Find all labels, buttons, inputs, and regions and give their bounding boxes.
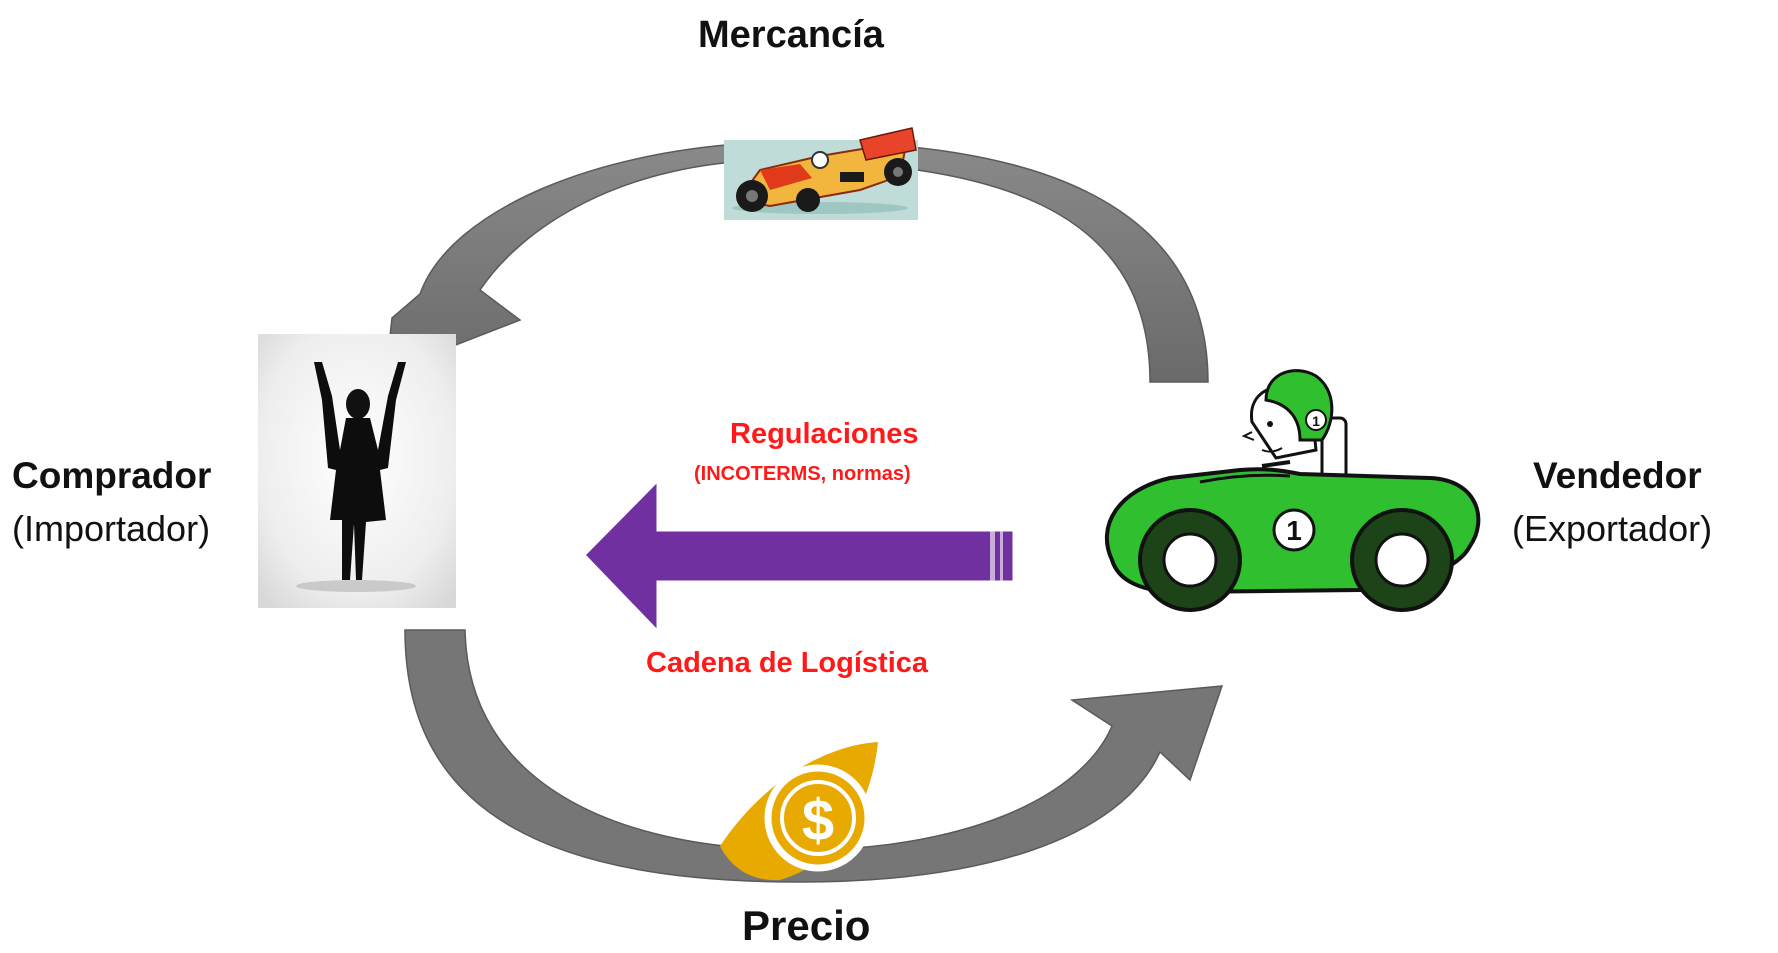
dollar-coin-icon: $ [720,742,878,881]
goods-label: Mercancía [698,14,884,56]
seller-car-icon: 1 1 [1105,369,1481,612]
buyer-silhouette-icon [258,334,456,608]
logistics-chain-label: Cadena de Logística [646,647,929,679]
price-label: Precio [742,902,871,949]
regulations-label: Regulaciones [730,418,919,450]
currency-symbol: $ [802,788,834,853]
car-number: 1 [1286,515,1302,546]
buyer-name-label: Comprador [12,455,212,496]
regulations-detail-label: (INCOTERMS, normas) [694,463,911,485]
regulations-arrow [581,476,1016,636]
goods-flow-arrow [385,141,1209,383]
price-flow-arrow [404,629,1224,883]
seller-role-label: (Exportador) [1512,508,1713,549]
buyer-role-label: (Importador) [12,508,211,549]
seller-name-label: Vendedor [1533,455,1702,496]
helmet-number: 1 [1312,413,1320,429]
race-car-icon [724,127,918,220]
